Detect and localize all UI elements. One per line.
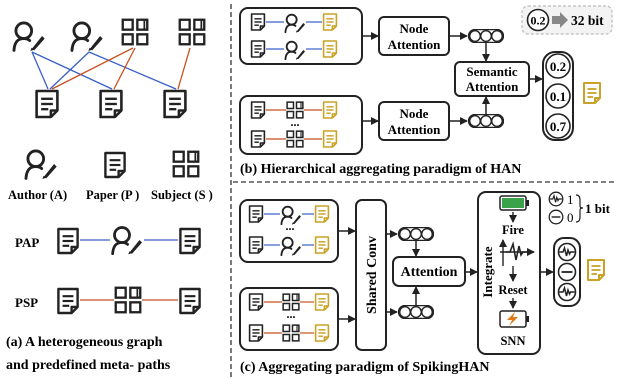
fire-label: Fire [502,223,524,237]
output-value: 0.7 [550,119,567,134]
shared-conv [355,199,387,351]
panel-c: ... ... Shared Conv Attention [239,191,611,375]
caption-a-line1: (a) A heterogeneous graph [6,335,163,350]
paper-icon [248,205,264,223]
subject-icon [172,150,200,178]
panel-a: Author (A) Paper (P ) Subject (S ) PAP P… [6,18,213,373]
paper-gold-icon [314,324,330,342]
spike-one-label: 1 [567,192,574,207]
panel-b: Node Attention ... Node Attention Semant… [239,5,613,177]
paper-gold-icon [582,81,602,105]
attention-label: Attention [401,265,458,280]
output-value: 0.1 [550,89,566,104]
spike-signal-icon [506,241,530,261]
caption-c: (c) Aggregating paradigm of SpikingHAN [240,360,489,375]
ellipsis-top-b: ... [291,115,300,129]
paper-icon [250,101,266,119]
svg-text:Attention: Attention [388,122,441,137]
svg-text:Node: Node [400,106,429,121]
integrate-label: Integrate [480,246,495,297]
spike-wave-icon [548,191,564,207]
brace-icon [575,194,584,223]
author-icon [12,21,46,52]
paper-icon [179,227,201,255]
spike-wave-icon [557,242,577,262]
paper-gold-icon [322,130,338,148]
author-icon [24,149,58,180]
zero-state-icon [557,262,577,282]
zero-state-icon [548,209,564,225]
legend-author: Author (A) [8,188,67,202]
embedding-circles-c-bottom [398,305,434,319]
shared-conv-label: Shared Conv [365,236,380,314]
arrow-right-icon [552,12,568,28]
paper-icon [35,89,59,119]
ellipsis-c-top: ... [286,219,295,233]
legend-paper: Paper (P ) [86,188,139,202]
svg-text:Node: Node [400,21,429,36]
spike-bits-label: 1 bit [585,201,611,216]
battery-charging-icon [499,310,529,328]
embedding-circles-bottom [468,114,504,128]
paper-icon [57,227,79,255]
metapath-psp-label: PSP [15,295,38,310]
paper-gold-icon [314,205,330,223]
battery-full-icon [499,195,529,211]
paper-icon [99,89,123,119]
svg-text:Attention: Attention [388,37,441,52]
subject-icon [178,18,206,46]
spike-zero-label: 0 [567,210,574,225]
snn-label: SNN [500,334,525,348]
author-icon [70,21,104,52]
paper-icon [248,293,264,311]
paper-gold-icon [322,101,338,119]
paper-icon [57,287,79,315]
paper-icon [250,130,266,148]
paper-icon [179,287,201,315]
output-value: 0.2 [550,59,566,74]
subject-icon [121,18,149,46]
reset-label: Reset [498,283,528,297]
paper-icon [248,236,264,254]
paper-icon [250,40,266,58]
ellipsis-c-bottom: ... [287,307,296,321]
precision-value: 0.2 [531,14,546,28]
caption-a-line2: and predefined meta- paths [6,358,171,373]
paper-icon [250,13,266,31]
spike-wave-icon [557,282,577,302]
graph-edges [31,47,191,90]
embedding-circles-c-top [398,227,434,241]
embedding-circles-top [468,29,504,43]
paper-icon [163,89,187,119]
paper-gold-icon [314,236,330,254]
caption-b: (b) Hierarchical aggregating paradigm of… [240,162,521,177]
svg-text:Attention: Attention [466,79,519,94]
paper-gold-icon [322,13,338,31]
paper-icon [248,324,264,342]
metapath-pap-label: PAP [15,235,39,250]
paper-icon [104,151,126,179]
legend-subject: Subject (S ) [151,188,213,202]
paper-gold-icon [586,258,606,282]
paper-gold-icon [322,40,338,58]
precision-bits: 32 bit [571,13,604,28]
svg-text:Semantic: Semantic [466,64,518,79]
paper-gold-icon [314,293,330,311]
